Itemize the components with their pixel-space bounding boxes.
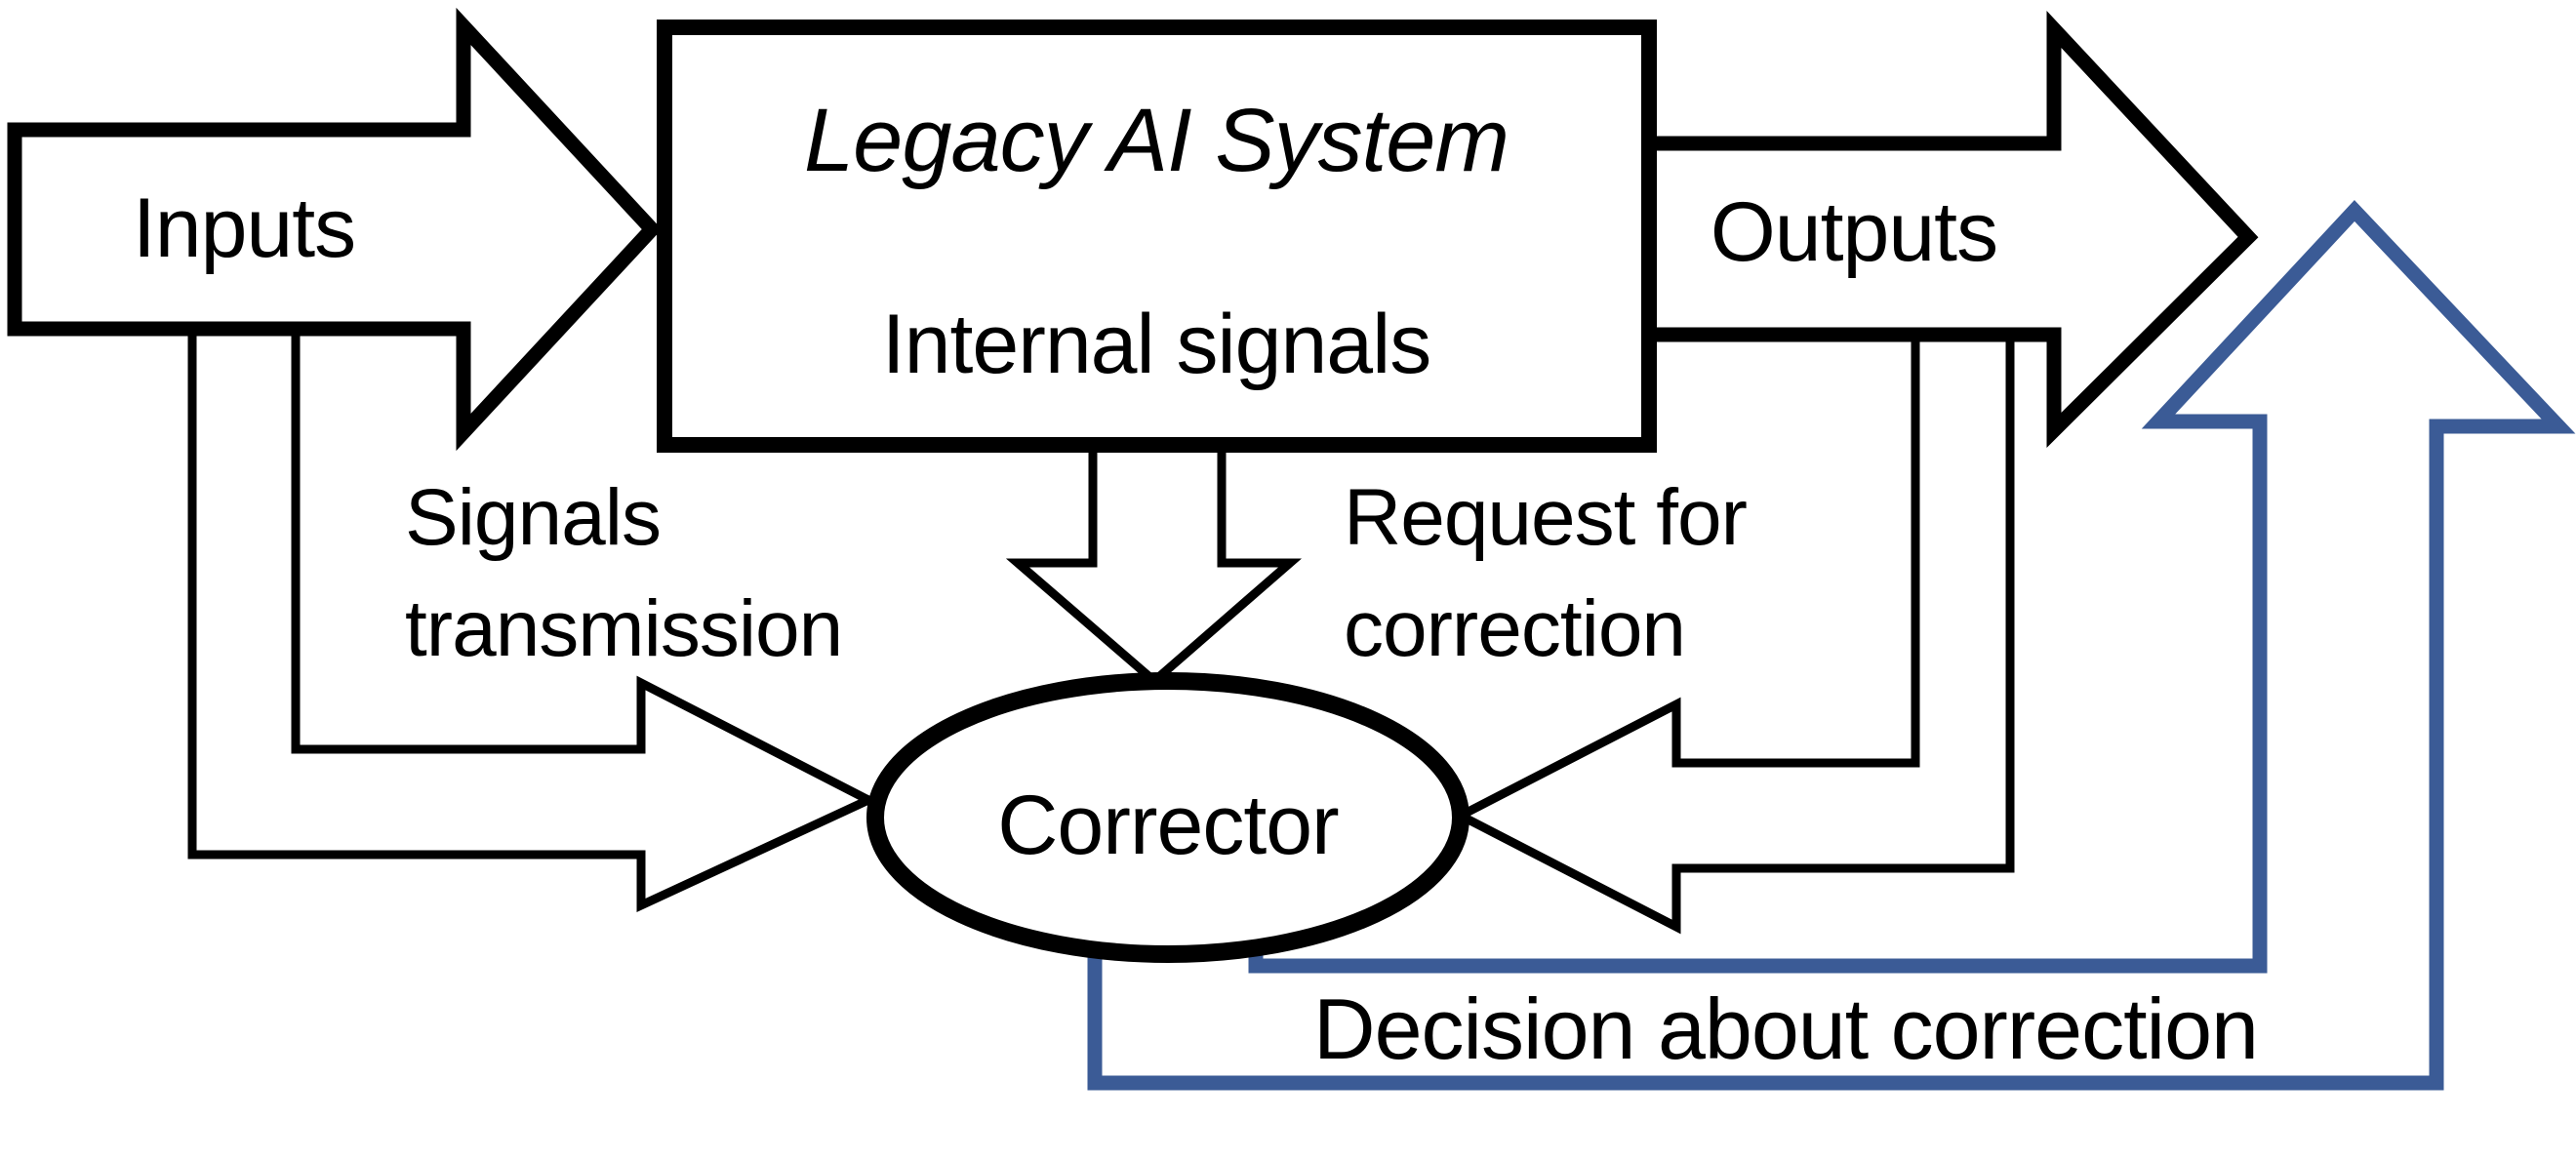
legacy-box-title: Legacy AI System (804, 91, 1509, 190)
internal-signals-down-arrow (1005, 449, 1303, 687)
legacy-ai-system-box (657, 20, 1657, 453)
legacy-box-subtitle: Internal signals (882, 298, 1430, 391)
signals-transmission-label-line1: Signals (405, 473, 661, 562)
signals-transmission-label-line2: transmission (405, 584, 842, 673)
corrector-ellipse (866, 672, 1469, 963)
decision-label: Decision about correction (1313, 980, 2258, 1077)
inputs-arrow (7, 7, 663, 452)
request-correction-label-line2: correction (1344, 584, 1685, 673)
decision-feedback-arrow (1087, 200, 2576, 1091)
outputs-label: Outputs (1711, 185, 1997, 279)
signals-transmission-elbow-arrow (187, 329, 879, 913)
inputs-label: Inputs (133, 181, 355, 275)
request-correction-label-line1: Request for (1344, 473, 1747, 562)
corrector-label: Corrector (997, 779, 1339, 872)
outputs-arrow (1641, 10, 2259, 449)
